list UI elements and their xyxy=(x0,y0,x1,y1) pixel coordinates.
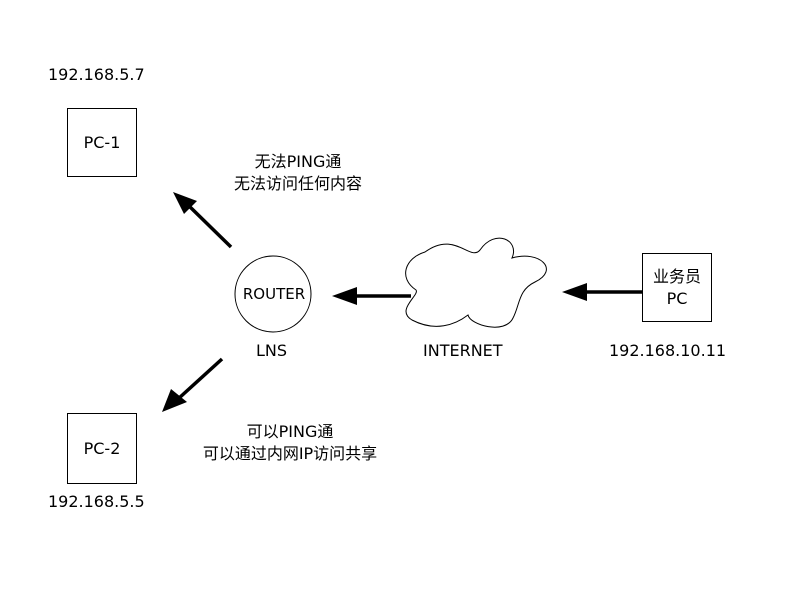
internet-cloud xyxy=(405,237,547,328)
pc1-note: 无法PING通 无法访问任何内容 xyxy=(205,151,391,195)
pc2-note: 可以PING通 可以通过内网IP访问共享 xyxy=(172,421,408,465)
sales-pc-ip: 192.168.10.11 xyxy=(609,341,727,360)
pc1-box: PC-1 xyxy=(67,108,137,177)
arrow-router-to-pc2 xyxy=(162,357,224,412)
router-caption: LNS xyxy=(256,341,288,360)
sales-pc-label-line1: 业务员 xyxy=(652,266,701,286)
pc2-ip: 192.168.5.5 xyxy=(48,492,145,511)
pc1-label: PC-1 xyxy=(83,133,121,152)
internet-label: INTERNET xyxy=(423,341,503,360)
router-node xyxy=(234,255,312,333)
arrow-salespc-to-internet xyxy=(562,283,643,301)
pc2-note-line2: 可以通过内网IP访问共享 xyxy=(202,444,378,463)
pc2-note-line1: 可以PING通 xyxy=(246,422,334,441)
sales-pc-box: 业务员 PC xyxy=(642,253,712,322)
router-label: ROUTER xyxy=(242,285,306,303)
pc2-label: PC-2 xyxy=(83,439,121,458)
arrow-router-to-pc1 xyxy=(173,192,233,249)
pc1-note-line1: 无法PING通 xyxy=(254,152,342,171)
arrow-internet-to-router xyxy=(332,287,411,305)
pc2-box: PC-2 xyxy=(67,413,137,484)
pc1-note-line2: 无法访问任何内容 xyxy=(233,174,362,193)
pc1-ip: 192.168.5.7 xyxy=(48,65,145,84)
sales-pc-label-line2: PC xyxy=(666,288,688,308)
